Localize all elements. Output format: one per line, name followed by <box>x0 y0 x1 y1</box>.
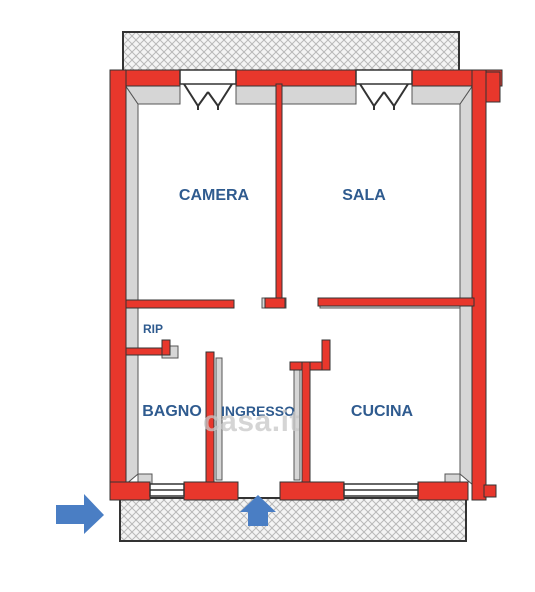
room-label-ingresso: INGRESSO <box>221 403 295 419</box>
arrow-right-icon <box>56 494 104 534</box>
arrow-up-icon <box>240 495 276 526</box>
room-label-cucina: CUCINA <box>350 403 414 420</box>
room-label-sala: SALA <box>342 187 386 204</box>
balcony-top <box>122 31 460 73</box>
balcony-bottom <box>119 497 467 542</box>
room-label-camera: CAMERA <box>178 187 250 204</box>
walls <box>109 69 503 501</box>
casa-it-watermark: casa.it <box>203 405 300 438</box>
room-label-bagno: BAGNO <box>142 403 202 420</box>
room-label-rip: RIP <box>142 322 164 336</box>
windows <box>149 69 419 497</box>
window-casements <box>183 83 409 110</box>
